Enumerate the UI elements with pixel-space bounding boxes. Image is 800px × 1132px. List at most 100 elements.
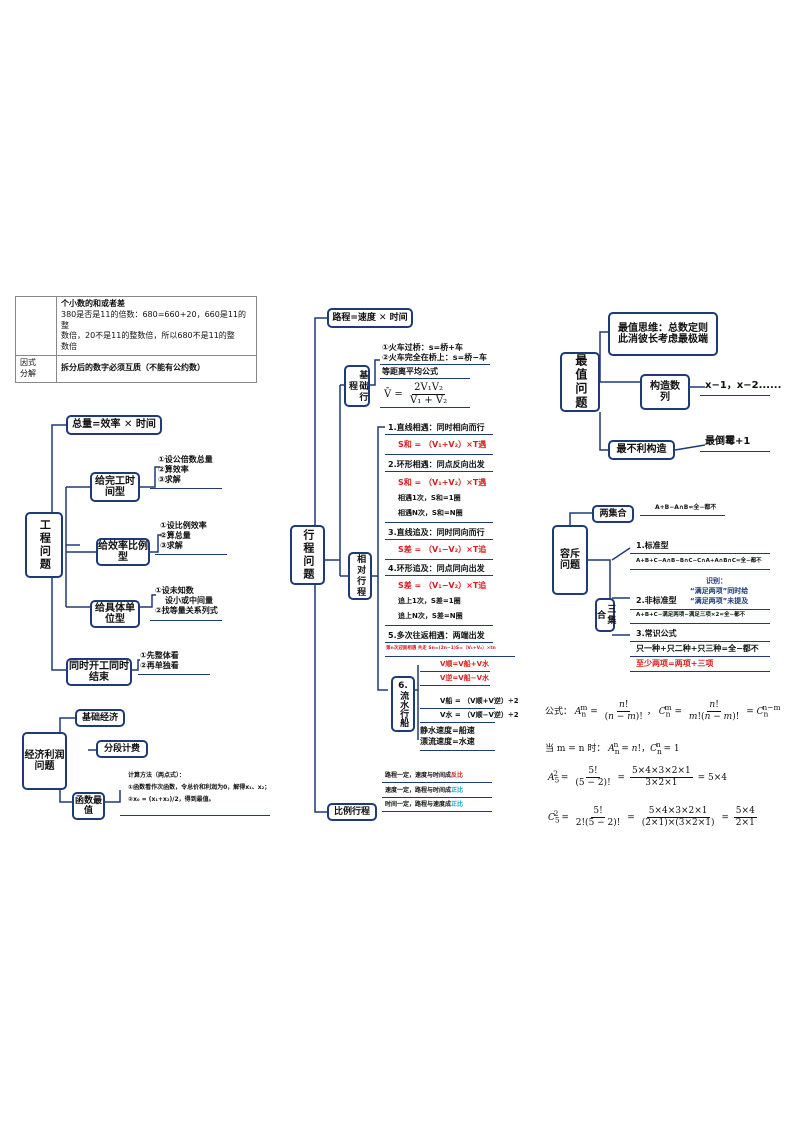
ratio-c-key: 正比 <box>451 801 464 808</box>
incl-t2-note2: “满足两项”同时给 <box>690 587 749 595</box>
perm-special-line: 当 m = n 时： Ann = n!，Cnn = 1 <box>545 740 680 756</box>
underline <box>120 815 270 816</box>
incl-t1: 1.标准型 <box>636 541 669 550</box>
travel-relative-node: 相对行程 <box>348 552 372 600</box>
underline <box>138 674 210 675</box>
work-branch-unit: 给具体单位型 <box>90 600 140 628</box>
ratio-a-key: 反比 <box>451 772 464 779</box>
work-total-node: 总量=效率 ✕ 时间 <box>66 415 162 435</box>
work-root-node: 工程问题 <box>25 512 63 578</box>
rel-4-b: 追上N次，S差=N圈 <box>398 612 463 620</box>
water-drift: 漂流速度=水速 <box>420 737 475 746</box>
work-branch-ratio: 给效率比例型 <box>96 538 150 566</box>
rel-2-formula: S和 = （V₁+V₂）×T遇 <box>398 478 487 487</box>
water-label: 流水行船 <box>398 691 409 728</box>
rel-4: 4.环形追及：同点同向出发 <box>388 564 485 573</box>
perm-special-label: 当 m = n 时： <box>545 744 606 754</box>
econ-root-node: 经济利润问题 <box>22 732 67 790</box>
incl-t3-formula: 只一种+只二种+只三种=全−都不 <box>636 644 759 653</box>
rel-3: 3.直线追及：同时同向而行 <box>388 528 485 537</box>
underline <box>630 656 770 657</box>
incl-t3-rule: 至少两项=两项+三项 <box>636 659 714 668</box>
table-row2-text: 拆分后的数字必须互质（不能有公约数） <box>56 354 257 383</box>
work-b3-item: 设小或中间量 <box>165 596 213 605</box>
ratio-a-text: 路程一定，速度与时间成 <box>385 772 452 779</box>
table-row1-line: 数倍 <box>61 342 77 352</box>
econ-extreme-node: 函数最值 <box>72 792 105 820</box>
work-b1-item: ③求解 <box>158 475 181 484</box>
travel-top-node: 路程=速度 ✕ 时间 <box>327 308 413 328</box>
travel-basic-item: ②火车完全在桥上：s=桥−车 <box>382 353 487 362</box>
travel-basic-item: ①火车过桥：s=桥+车 <box>382 343 463 352</box>
underline <box>155 554 227 555</box>
table-row1-line: 380是否是11的倍数：680=660+20，660是11的整 <box>61 309 247 330</box>
econ-method-line: 计算方法（两点式）： <box>128 772 186 779</box>
incl-two-formula: A+B−A∩B=全−都不 <box>655 504 717 511</box>
extreme-worst-node: 最不利构造 <box>608 440 675 460</box>
work-branch-time: 给完工时间型 <box>90 472 140 502</box>
incl-two-node: 两集合 <box>592 505 634 523</box>
ratio-c-text: 时间一定，路程与速度成 <box>385 801 452 808</box>
travel-basic-item: 等距离平均公式 <box>382 367 438 376</box>
rel-2: 2.环形相遇：同点反向出发 <box>388 460 485 469</box>
work-b2-item: ②算总量 <box>160 531 191 540</box>
underline <box>630 671 770 672</box>
ratio-b: 速度一定，路程与时间成正比 <box>385 787 463 794</box>
incl-three-node: 三集合 <box>595 598 615 632</box>
work-branch-same: 同时开工同时结束 <box>66 658 132 686</box>
underline <box>380 407 470 408</box>
underline <box>385 454 493 455</box>
underline <box>630 553 770 554</box>
underline <box>385 559 493 560</box>
underline <box>382 811 492 812</box>
incl-root-node: 容斥问题 <box>552 525 588 595</box>
incl-t3: 3.常识公式 <box>636 629 677 638</box>
underline <box>385 575 493 576</box>
underline <box>640 515 725 516</box>
avg-den: V₁ + V₂ <box>409 395 448 406</box>
travel-ratio-node: 比例行程 <box>327 803 377 821</box>
underline <box>420 722 495 723</box>
underline <box>700 451 770 452</box>
rel-1: 1.直线相遇：同时相向而行 <box>388 423 485 432</box>
extreme-sequence-node: 构造数列 <box>640 374 690 410</box>
extreme-sequence-note: x−1，x−2...... <box>705 380 782 391</box>
perm-label: 公式： <box>545 706 573 717</box>
water-v-boat: V船 = （V顺+V逆）÷2 <box>440 697 519 705</box>
underline <box>385 625 493 626</box>
water-num: 6. <box>398 680 408 691</box>
econ-method-line: ①函数看作次函数，令总价和利润为0，解得x₁、x₂； <box>128 784 271 791</box>
underline <box>382 797 492 798</box>
underline <box>385 642 493 643</box>
work-b2-item: ③求解 <box>160 541 183 550</box>
econ-basic-node: 基础经济 <box>75 709 125 727</box>
underline <box>150 488 222 489</box>
underline <box>630 623 770 624</box>
rel-4-formula: S差 = （V₁−V₂）×T追 <box>398 581 487 590</box>
travel-basic-node: 基础行程 <box>344 365 370 407</box>
underline <box>150 620 222 621</box>
travel-root-node: 行程问题 <box>290 525 325 585</box>
table-label-a: 因式 <box>20 357 36 367</box>
underline <box>382 782 492 783</box>
econ-method-line: ②x₀ = (x₁+x₂)/2，得到最值。 <box>128 796 215 803</box>
ratio-c: 时间一定，路程与速度成正比 <box>385 801 463 808</box>
underline <box>420 671 490 672</box>
rel-1-formula: S和 = （V₁+V₂）×T遇 <box>398 440 487 449</box>
work-b4-item: ②再单独看 <box>140 661 179 670</box>
table-row1-line: 数倍，20不是11的整数倍，所以680不是11的整 <box>61 331 235 341</box>
incl-t2-note: 识别： <box>706 577 727 585</box>
perm-example-c: C52 = 5!2!(5 − 2)! = 5×4×3×2×1(2×1)×(3×2… <box>548 806 757 828</box>
work-b3-item: ①设未知数 <box>155 586 194 595</box>
underline <box>385 539 493 540</box>
underline <box>420 685 490 686</box>
perm-formula-line: 公式： Anm = n!(n − m)!， Cnm = n!m!(n − m)!… <box>545 700 781 722</box>
water-still: 静水速度=船速 <box>420 726 475 735</box>
table-row1-title: 个小数的和或者差 <box>61 299 125 308</box>
water-node: 6. 流水行船 <box>391 676 415 732</box>
underline <box>385 471 493 472</box>
work-b2-item: ①设比例效率 <box>160 521 207 530</box>
rel-5: 5.多次往返相遇：两端出发 <box>388 631 485 640</box>
underline <box>380 378 470 379</box>
